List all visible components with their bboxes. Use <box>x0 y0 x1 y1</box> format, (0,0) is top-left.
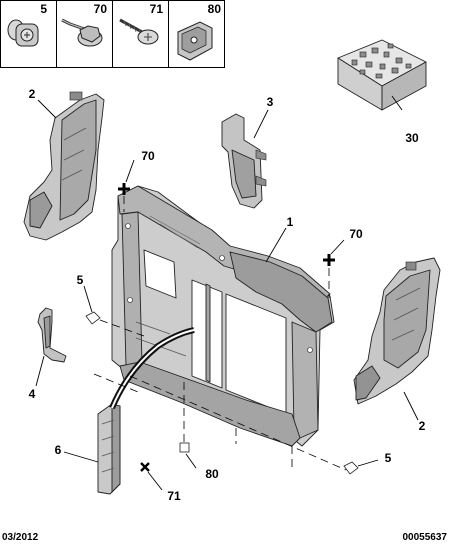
plug-clip-icon <box>7 19 39 47</box>
footer-date: 03/2012 <box>2 532 39 543</box>
legend-ref-70: 70 <box>94 2 108 16</box>
clip-right <box>343 461 359 475</box>
left-air-deflector <box>23 91 105 241</box>
callout-deflector-left: 2 <box>29 87 36 101</box>
right-air-deflector <box>353 257 441 405</box>
callout-clip-right: 5 <box>385 451 392 465</box>
callout-deflector-right: 2 <box>419 419 426 433</box>
clip-left <box>85 311 101 325</box>
footer-reference: 00055637 <box>403 532 448 543</box>
assembly-guides <box>93 196 347 471</box>
screw-marker-bottom <box>140 462 150 472</box>
latch-bracket-icon <box>177 21 213 61</box>
hex-flange-screw-icon <box>61 18 103 47</box>
screw-marker-right <box>323 254 335 266</box>
top-bracket <box>221 113 267 209</box>
callout-bracket-top: 3 <box>267 95 274 109</box>
latch-marker <box>179 442 190 453</box>
left-small-bracket <box>37 307 67 363</box>
callout-front-panel: 1 <box>287 215 294 229</box>
callout-bracket-left: 4 <box>29 387 36 401</box>
callout-screw-top-left: 70 <box>141 149 155 163</box>
screw-marker-top-left <box>118 183 130 195</box>
callout-labels: 2 3 70 1 70 5 4 30 2 5 6 80 71 <box>29 87 426 503</box>
leader-lines <box>35 95 419 491</box>
connector-block <box>337 39 427 111</box>
callout-screw-right: 70 <box>349 227 363 241</box>
self-tapping-screw-icon <box>119 18 159 45</box>
reinforcement-bar <box>97 327 195 495</box>
callout-latch: 80 <box>205 467 219 481</box>
callout-reinforcement: 6 <box>55 443 62 457</box>
callout-clip-left: 5 <box>77 273 84 287</box>
legend-strip: 5 70 71 80 <box>0 0 225 68</box>
legend-ref-5: 5 <box>40 2 47 16</box>
front-end-panel <box>111 185 335 447</box>
legend-ref-80: 80 <box>208 2 222 16</box>
callout-block: 30 <box>405 131 419 145</box>
legend-ref-71: 71 <box>150 2 164 16</box>
callout-screw-bottom: 71 <box>167 489 181 503</box>
